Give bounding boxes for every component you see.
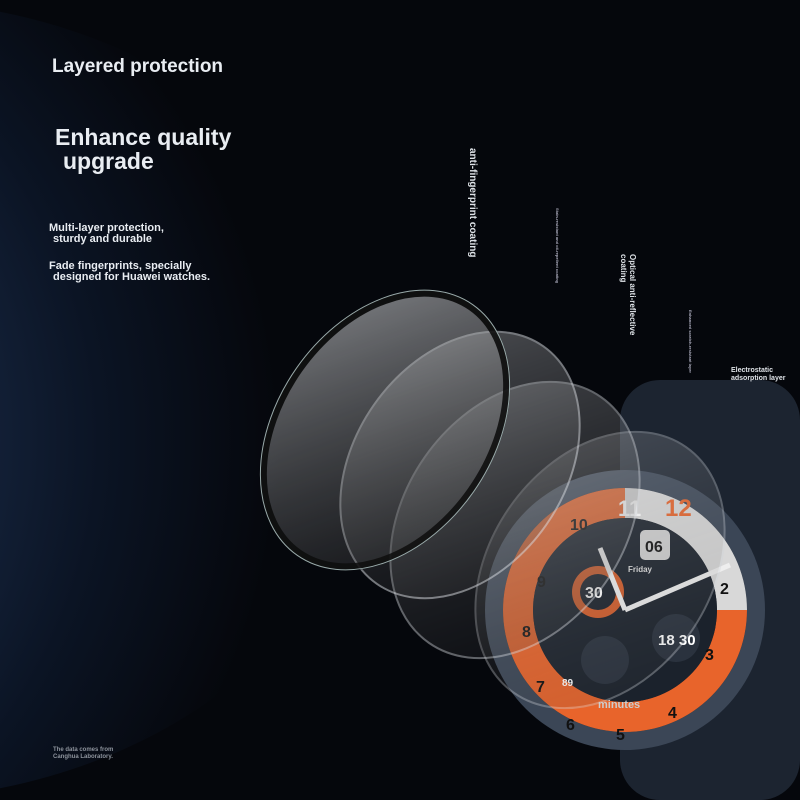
protective-layers — [259, 289, 726, 710]
feature-fingerprint: Fade fingerprints, specially designed fo… — [49, 261, 210, 283]
footnote-line-2: Canghua Laboratory. — [53, 754, 113, 760]
feature-multilayer: Multi-layer protection, sturdy and durab… — [49, 223, 164, 245]
label-scratch-resistant: Enhanced scratch-resistant layer — [688, 310, 693, 373]
subheadline-line-2: upgrade — [63, 148, 154, 174]
hour-5: 5 — [616, 727, 625, 744]
hour-6: 6 — [566, 717, 575, 734]
hour-4: 4 — [668, 705, 677, 722]
feature-2-line-1: Fade fingerprints, specially — [49, 260, 192, 272]
headline: Layered protection — [52, 56, 224, 77]
feature-1-line-1: Multi-layer protection, — [49, 222, 164, 234]
layer-black-rim — [259, 289, 511, 571]
label-electrostatic: Electrostatic adsorption layer — [731, 367, 786, 382]
label-anti-fingerprint: anti-fingerprint coating — [467, 148, 478, 258]
hour-2: 2 — [720, 581, 729, 598]
label-optical: Optical anti-reflective coating — [619, 254, 637, 336]
footnote: The data comes from Canghua Laboratory. — [53, 747, 113, 761]
layer-rim-highlight — [259, 289, 511, 571]
hour-3: 3 — [705, 647, 714, 664]
subheadline-line-1: Enhance quality — [55, 124, 232, 150]
feature-2-line-2: designed for Huawei watches. — [53, 271, 211, 283]
minutes-label: minutes — [598, 699, 640, 711]
footnote-line-1: The data comes from — [53, 747, 114, 753]
label-stain-resistant: Stain-resistant and oil-repellent coatin… — [555, 208, 560, 284]
feature-1-line-2: sturdy and durable — [53, 233, 153, 245]
subheadline: Enhance quality upgrade — [55, 125, 231, 173]
earth — [0, 11, 380, 789]
